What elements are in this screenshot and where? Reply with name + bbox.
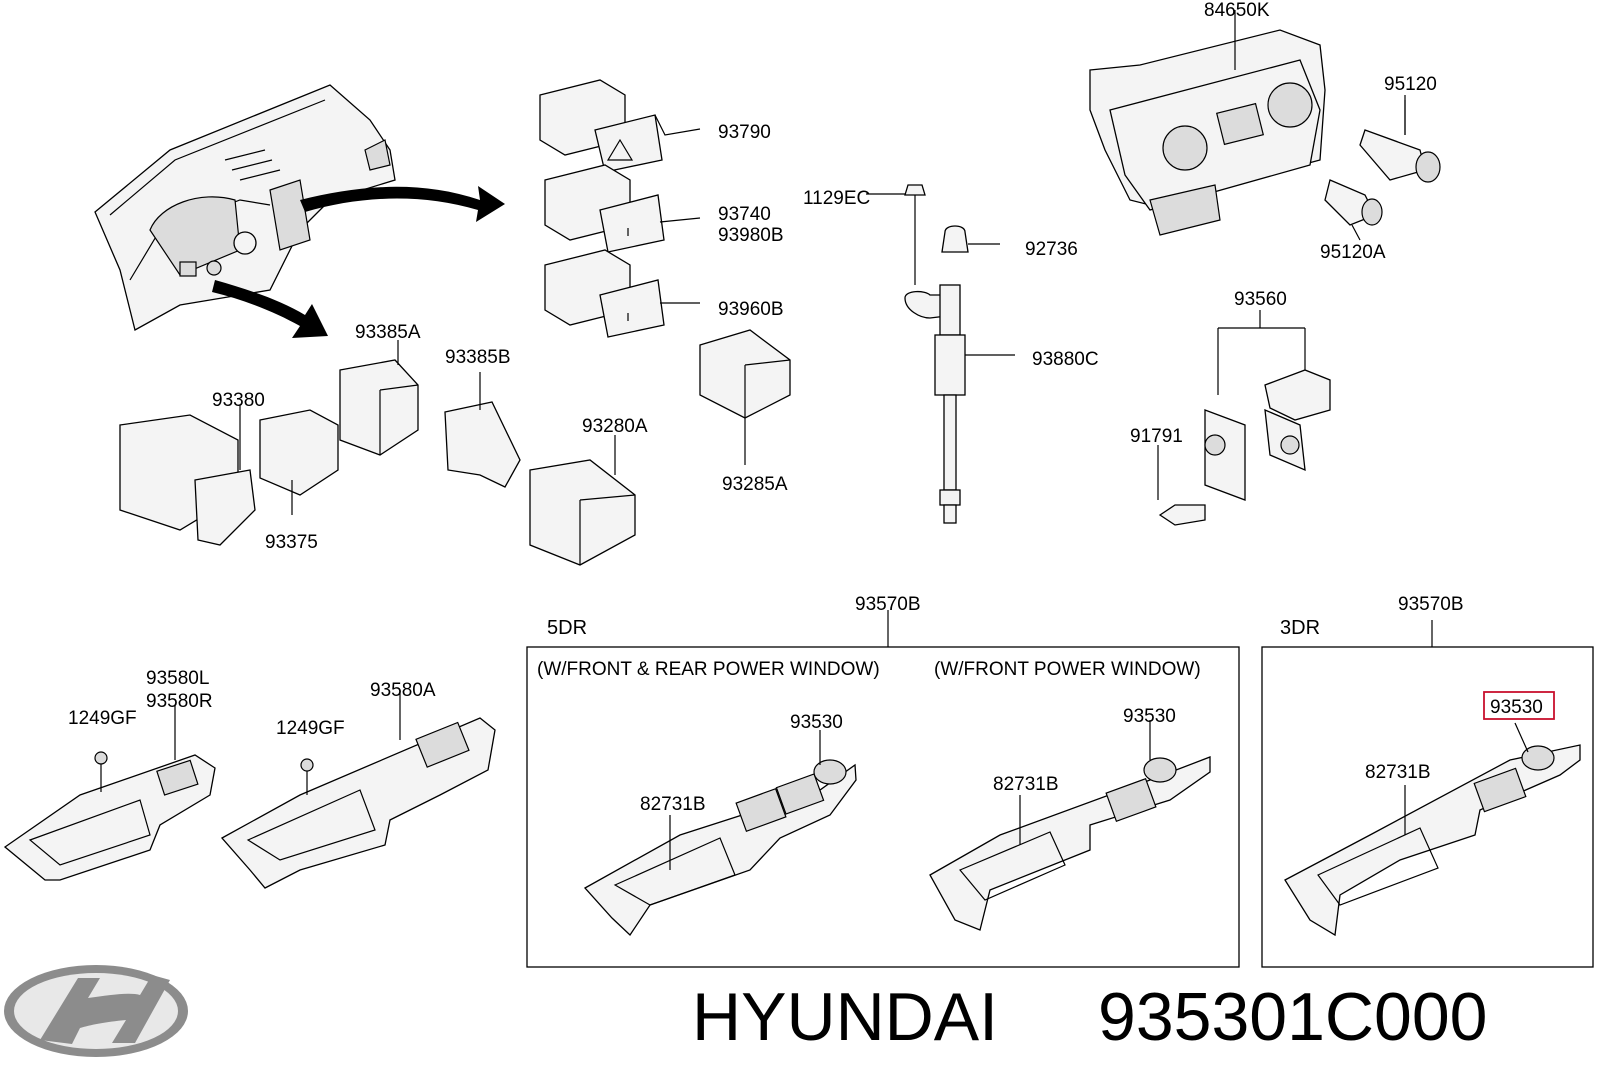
sensor-assembly <box>866 184 1015 524</box>
label-95120A: 95120A <box>1320 242 1386 263</box>
highlight-box <box>1483 691 1555 720</box>
section-label-5dr: 5DR <box>547 617 587 639</box>
label-93580A: 93580A <box>370 680 436 701</box>
label-93560: 93560 <box>1234 289 1287 310</box>
label-82731B-b: 82731B <box>993 774 1059 795</box>
door-switch-93560 <box>1157 310 1331 526</box>
switch-93285A <box>699 329 791 465</box>
label-93385A: 93385A <box>355 322 421 343</box>
label-93385B: 93385B <box>445 347 511 368</box>
switch-93740 <box>544 164 701 253</box>
armrest-93580L <box>3 705 216 881</box>
switch-93375 <box>259 409 339 515</box>
armrest-93580A <box>220 690 496 889</box>
label-91791: 91791 <box>1130 426 1183 447</box>
switch-93380 <box>119 405 256 546</box>
label-93530-b: 93530 <box>1123 706 1176 727</box>
label-93790: 93790 <box>718 122 771 143</box>
caption-front-power-window: (W/FRONT POWER WINDOW) <box>934 659 1201 680</box>
section-label-3dr: 3DR <box>1280 617 1320 639</box>
lighter-95120 <box>1359 95 1441 183</box>
footer-part-number: 935301C000 <box>1098 979 1487 1055</box>
switch-93280A <box>529 435 636 566</box>
label-93980B: 93980B <box>718 225 784 246</box>
label-93375: 93375 <box>265 532 318 553</box>
label-93285A: 93285A <box>722 474 788 495</box>
label-93570B-3dr: 93570B <box>1398 594 1464 615</box>
switch-93385B <box>444 372 521 488</box>
section-3dr-box <box>1261 620 1594 968</box>
switch-93790 <box>539 79 701 173</box>
arrows <box>212 186 505 338</box>
caption-front-rear-power-window: (W/FRONT & REAR POWER WINDOW) <box>537 659 880 680</box>
label-93580L: 93580L <box>146 668 209 689</box>
part-labels: 84650K 95120 95120A 93790 93740 93980B 9… <box>68 0 1543 815</box>
climate-control-84650K <box>1089 10 1326 236</box>
panel-front-rear <box>583 730 857 937</box>
label-93530-a: 93530 <box>790 712 843 733</box>
label-93380: 93380 <box>212 390 265 411</box>
label-92736: 92736 <box>1025 239 1078 260</box>
hyundai-logo <box>4 965 188 1057</box>
panel-front <box>929 720 1211 931</box>
label-1249GF-b: 1249GF <box>276 718 345 739</box>
label-1129EC: 1129EC <box>803 188 870 209</box>
dashboard-illustration <box>94 84 396 331</box>
label-93740: 93740 <box>718 204 771 225</box>
label-95120: 95120 <box>1384 74 1437 95</box>
label-84650K: 84650K <box>1204 0 1270 21</box>
label-93530-c: 93530 <box>1490 697 1543 718</box>
label-93280A: 93280A <box>582 416 648 437</box>
socket-95120A <box>1324 179 1383 241</box>
label-82731B-c: 82731B <box>1365 762 1431 783</box>
switch-93385A <box>339 340 419 456</box>
switch-93960B <box>544 249 700 338</box>
label-93960B: 93960B <box>718 299 784 320</box>
label-93580R: 93580R <box>146 691 213 712</box>
label-82731B-a: 82731B <box>640 794 706 815</box>
footer-brand: HYUNDAI <box>692 979 998 1055</box>
label-93880C: 93880C <box>1032 349 1099 370</box>
label-93570B-5dr: 93570B <box>855 594 921 615</box>
section-5dr-box <box>526 610 1240 968</box>
label-1249GF-a: 1249GF <box>68 708 137 729</box>
panel-3dr <box>1284 722 1581 937</box>
